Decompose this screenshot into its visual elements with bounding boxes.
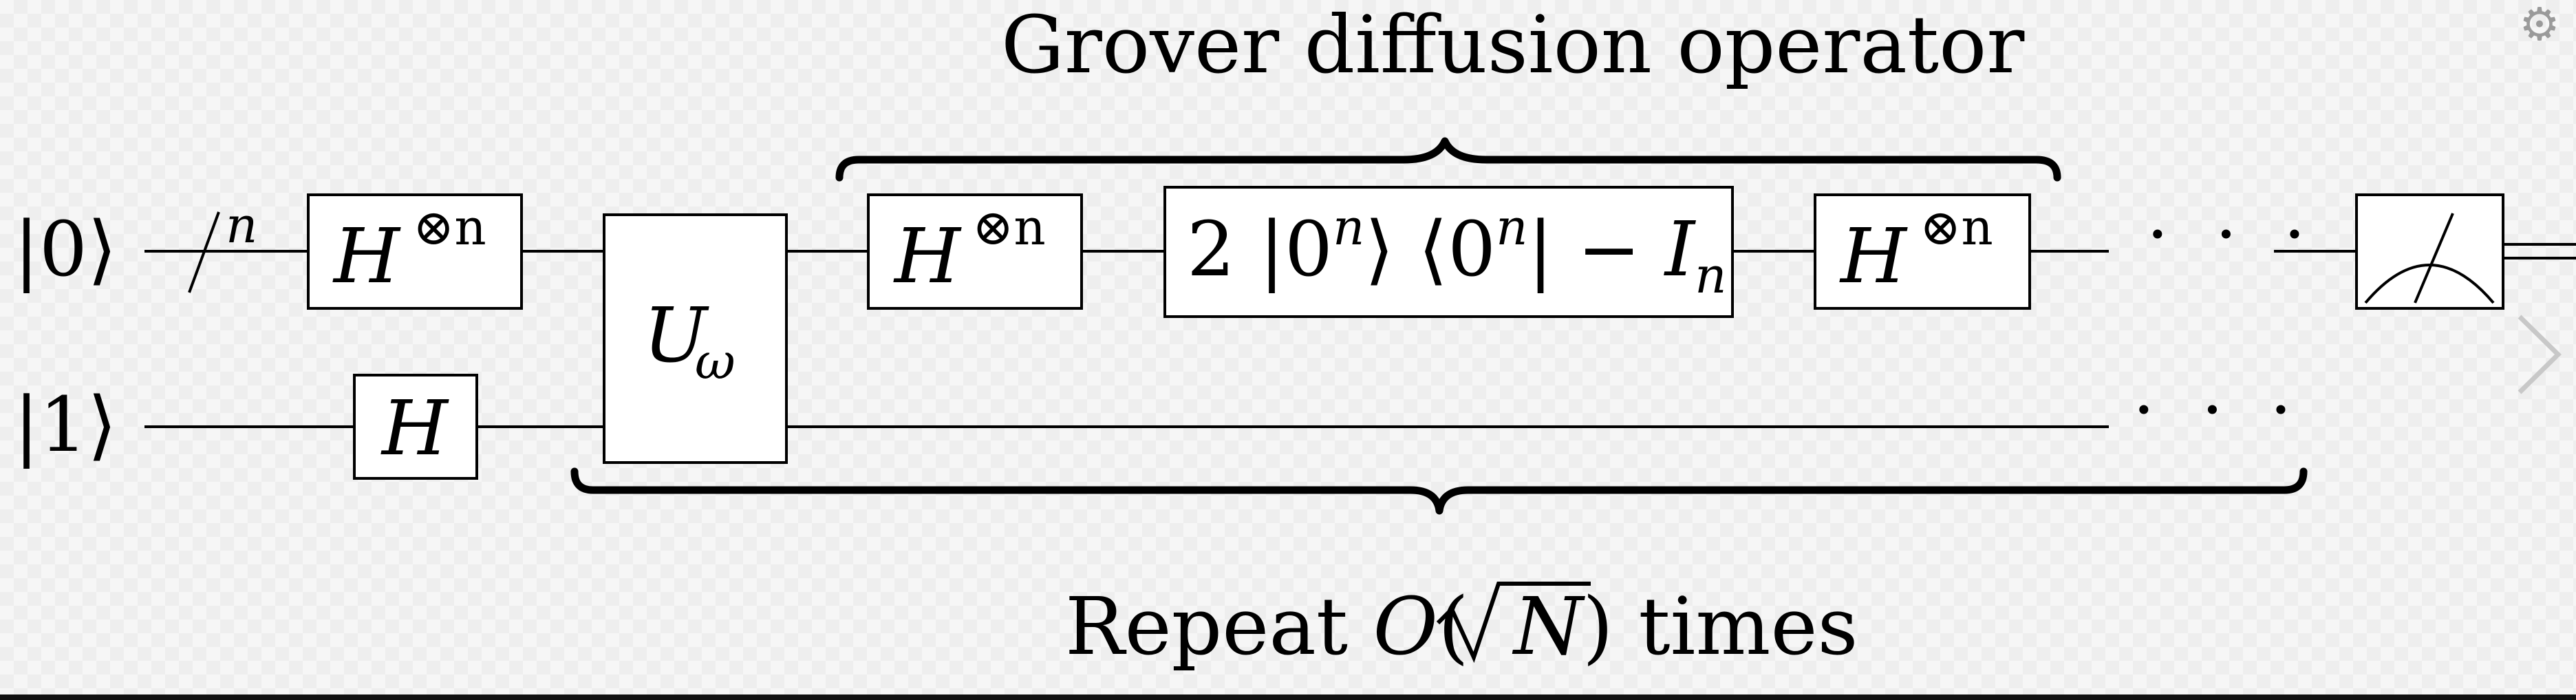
oracle-gate-base: U [643,291,709,379]
repeat-suffix: ) times [1582,581,1858,673]
register-size-label: n [226,196,257,254]
reflection-gate: 2 |0n⟩ ⟨0n| − In [1163,186,1734,318]
repeat-prefix: Repeat [1065,581,1373,673]
hadamard-n-gate-1-base: H [332,212,401,300]
hadamard-n-gate-2-sup: ⊗n [972,198,1046,256]
repeat-n: N [1512,581,1585,673]
meter-arc [2364,264,2495,304]
hadamard-n-gate-1-sup: ⊗n [413,198,486,256]
hadamard-n-gate-2-box [867,193,1083,310]
svg-text:Repeat O(: Repeat O( [1065,581,1469,673]
hadamard-n-gate-1: H ⊗n [307,193,523,310]
repeat-open-paren: ( [1438,581,1469,673]
input-ket-one: |1⟩ [14,381,117,469]
hadamard-n-gate-2: H ⊗n [867,193,1083,310]
repeat-brace [570,467,2308,515]
meter-needle [2414,213,2454,304]
hadamard-n-gate-3-box [1814,193,2031,310]
reflection-suffix: | − [1528,205,1665,293]
reflection-mid: ⟩ ⟨0 [1364,205,1496,293]
meter-box [2355,193,2504,310]
reflection-identity: I [1664,205,1697,293]
top-ellipsis: · · · [2147,194,2318,275]
gear-icon[interactable]: ⚙ [2519,0,2560,51]
register-slash [188,211,220,293]
reflection-sup-1: n [1333,198,1364,256]
input-ket-zero: |0⟩ [14,205,117,293]
repeat-big-o: O [1373,581,1438,673]
measurement-meter-icon [2355,193,2504,310]
hadamard-n-gate-3-base: H [1839,212,1908,300]
diffusion-brace [835,137,2061,182]
hadamard-gate-label: H [380,384,449,472]
reflection-prefix: 2 |0 [1187,205,1333,293]
repeat-label: Repeat O( N ) times [1065,581,1858,673]
hadamard-n-gate-3: H ⊗n [1814,193,2031,310]
oracle-gate: U ω [603,213,788,464]
hadamard-gate: H [353,374,478,480]
hadamard-n-gate-2-base: H [893,212,962,300]
diffusion-title: Grover diffusion operator [1001,0,2024,92]
chevron-right-icon[interactable] [2511,310,2566,399]
hadamard-gate-box [353,374,478,480]
bottom-ellipsis: · · · [2133,370,2304,450]
oracle-gate-sub: ω [695,332,736,390]
reflection-gate-box [1163,186,1734,318]
sqrt-sign [1436,582,1591,664]
hadamard-n-gate-1-box [307,193,523,310]
reflection-sup-2: n [1496,198,1527,256]
reflection-identity-sub: n [1695,246,1726,304]
bottom-border-bar [0,694,2576,700]
hadamard-n-gate-3-sup: ⊗n [1920,198,1993,256]
oracle-gate-box [603,213,788,464]
svg-text:2 |0n⟩ ⟨0n| − In: 2 |0n⟩ ⟨0n| − In [1187,198,1727,304]
